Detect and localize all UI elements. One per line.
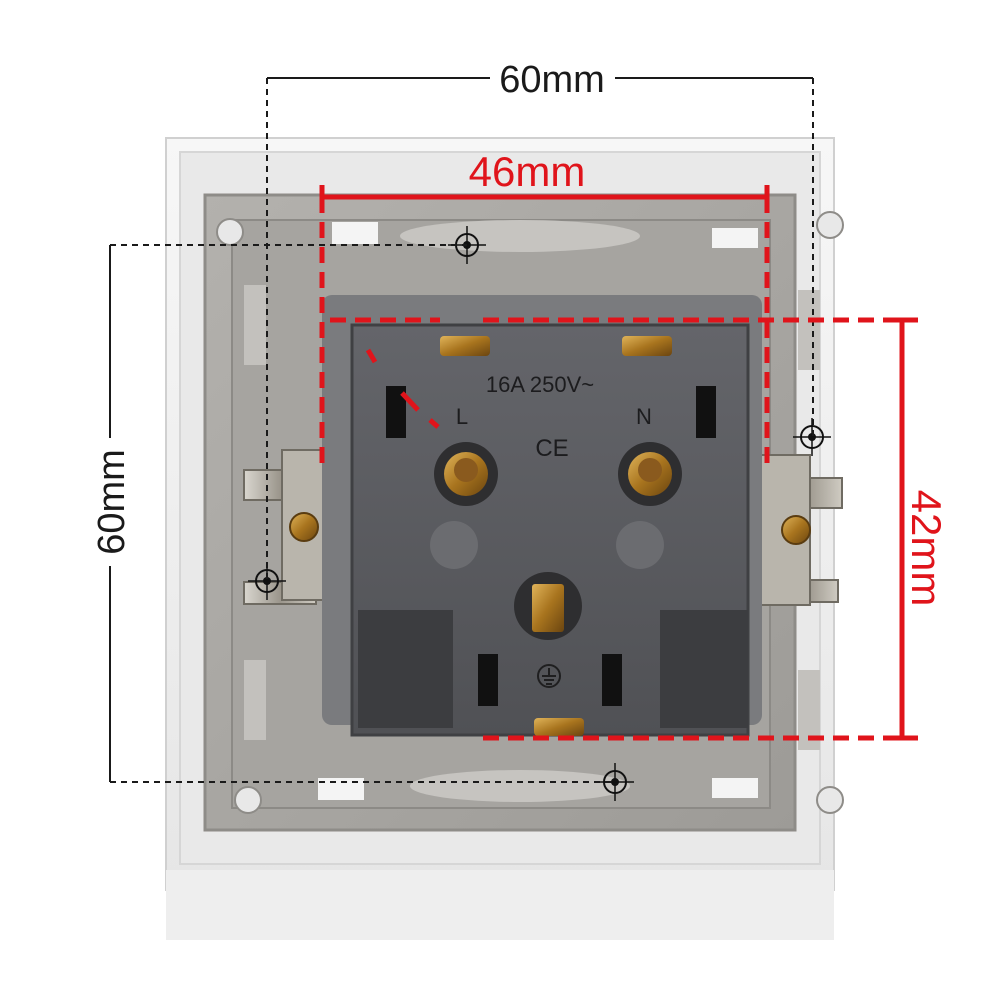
frame-oval-slot bbox=[400, 220, 640, 252]
core-stud bbox=[430, 521, 478, 569]
inner-width-label: 46mm bbox=[469, 148, 586, 195]
frame-hole bbox=[816, 786, 844, 814]
frame-slot bbox=[712, 778, 758, 798]
earth-symbol-icon bbox=[537, 664, 561, 688]
inner-marker-dash bbox=[365, 348, 440, 429]
frame-slot bbox=[318, 778, 364, 800]
outer-width-dimension bbox=[266, 77, 814, 581]
bottom-terminal bbox=[534, 718, 584, 736]
live-label: L bbox=[456, 404, 468, 429]
outer-height-label: 60mm bbox=[91, 449, 133, 555]
frame-slot bbox=[798, 670, 820, 750]
core-slot-bottom-left bbox=[478, 654, 498, 706]
frame-slot bbox=[244, 285, 266, 365]
inner-height-label: 42mm bbox=[903, 490, 950, 607]
outer-width-label: 60mm bbox=[499, 59, 605, 101]
core-slot-bottom-right bbox=[602, 654, 622, 706]
crosshair-icon bbox=[596, 763, 634, 801]
frame-hole bbox=[216, 218, 244, 246]
frame-hole bbox=[234, 786, 262, 814]
frame-slot bbox=[712, 228, 758, 248]
frame-slot bbox=[244, 660, 266, 740]
inner-height-dimension bbox=[483, 317, 918, 741]
top-terminal-right bbox=[622, 336, 672, 356]
crosshair-icon bbox=[248, 562, 286, 600]
core-stud bbox=[616, 521, 664, 569]
outer-height-dimension bbox=[109, 244, 615, 783]
frame-slot bbox=[332, 222, 378, 244]
socket-core bbox=[322, 295, 762, 737]
neutral-label: N bbox=[636, 404, 652, 429]
core-block-right bbox=[660, 610, 748, 728]
frame-slot bbox=[798, 290, 820, 370]
core-slot-left bbox=[386, 386, 406, 438]
socket-rating-text: 16A 250V~ bbox=[486, 372, 594, 397]
top-terminal-left bbox=[440, 336, 490, 356]
ce-mark: CE bbox=[535, 435, 568, 462]
frame-hole bbox=[816, 211, 844, 239]
core-block-left bbox=[358, 610, 453, 728]
frame-oval-slot bbox=[410, 770, 630, 802]
right-mounting-claw bbox=[759, 454, 843, 606]
core-slot-right bbox=[696, 386, 716, 438]
inner-width-dimension bbox=[319, 185, 770, 470]
